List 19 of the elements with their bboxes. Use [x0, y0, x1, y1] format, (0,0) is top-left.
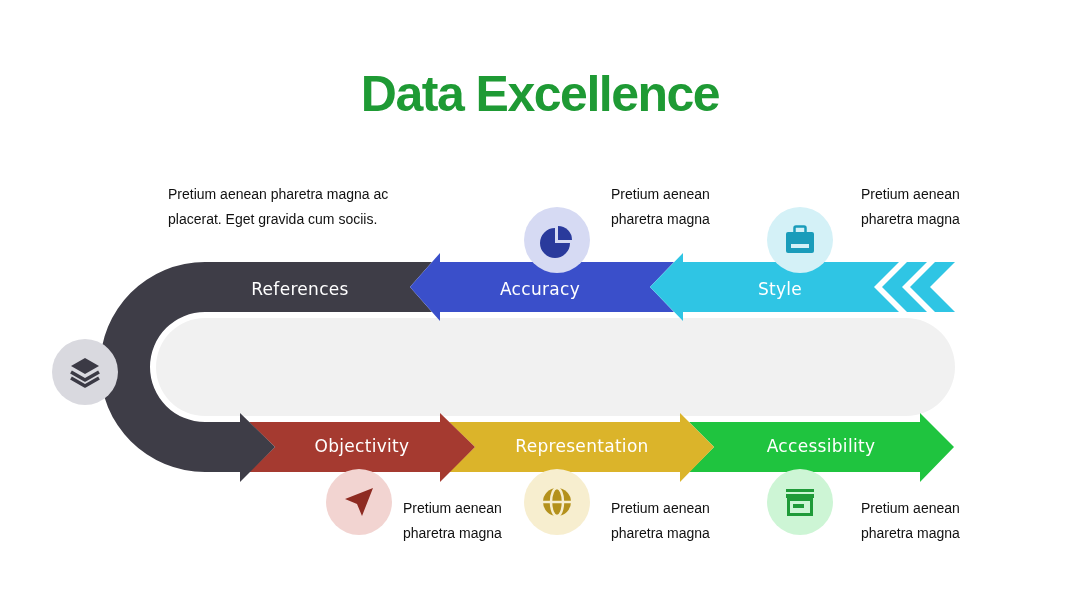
description-text: Pretium aenean pharetra magna — [403, 499, 503, 543]
description-text: Pretium aenean pharetra magna — [861, 499, 961, 543]
arrow-segment — [689, 413, 954, 482]
segment-label: Accuracy — [500, 278, 580, 300]
arrow-segment — [449, 413, 714, 482]
segment-label: Objectivity — [314, 435, 410, 457]
arrow-segment — [410, 253, 674, 321]
arrow-segment — [100, 262, 432, 482]
description-text: Pretium aenean pharetra magna — [611, 185, 711, 229]
segment-label: References — [251, 278, 349, 300]
title: Data Excellence — [360, 65, 720, 124]
segment-label: Representation — [515, 435, 649, 457]
description-text: Pretium aenean pharetra magna — [861, 185, 961, 229]
arrow-segment — [650, 253, 955, 321]
description-text: Pretium aenean pharetra magna ac placerat. Eget gravida cum sociis. — [168, 185, 390, 229]
arrow-segment — [249, 413, 475, 482]
description-text: Pretium aenean pharetra magna — [611, 499, 711, 543]
segment-label: Style — [757, 278, 803, 300]
segment-label: Accessibility — [766, 435, 876, 457]
